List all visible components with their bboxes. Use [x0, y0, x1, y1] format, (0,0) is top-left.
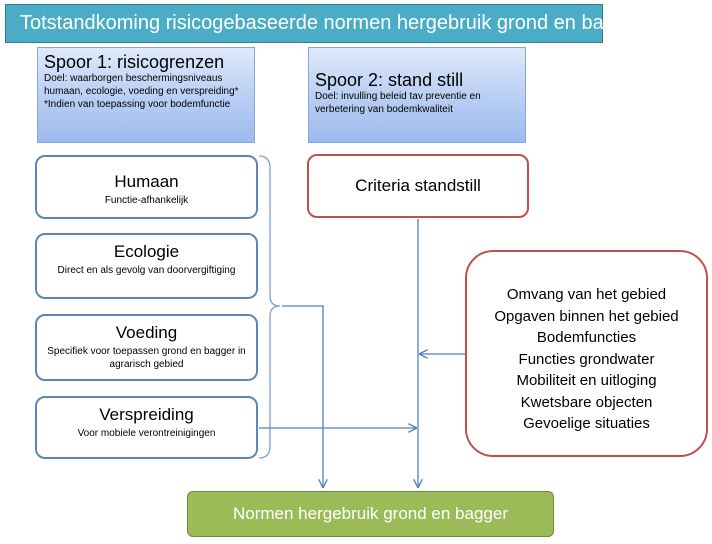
factor-item: Mobiliteit en uitloging [516, 372, 657, 389]
spoor1-doel: Doel: waarborgen beschermingsniveaus hum… [44, 73, 239, 97]
spoor2-doel: Doel: invulling beleid tav preventie en … [315, 91, 481, 115]
verspreiding-sub: Voor mobiele verontreinigingen [77, 428, 216, 439]
verspreiding-box: Verspreiding Voor mobiele verontreinigin… [35, 396, 258, 459]
brace-line [258, 155, 281, 459]
factor-item: Bodemfuncties [536, 329, 637, 346]
factor-item: Gevoelige situaties [523, 415, 650, 432]
spoor2-box: Spoor 2: stand still Doel: invulling bel… [308, 47, 526, 143]
spoor1-heading: Spoor 1: risicogrenzen [44, 52, 225, 72]
standstill-box: Criteria standstill [307, 154, 529, 218]
factor-item: Omvang van het gebied [506, 286, 667, 303]
humaan-heading: Humaan [114, 172, 179, 191]
humaan-box: Humaan Functie-afhankelijk [35, 155, 258, 219]
voeding-sub: Specifiek voor toepassen grond en bagger… [47, 346, 246, 370]
spoor1-box: Spoor 1: risicogrenzen Doel: waarborgen … [37, 47, 255, 143]
voeding-heading: Voeding [115, 323, 178, 342]
factor-item: Opgaven binnen het gebied [494, 307, 679, 325]
ecologie-box: Ecologie Direct en als gevolg van doorve… [35, 233, 258, 299]
ecologie-heading: Ecologie [113, 242, 180, 261]
voeding-box: Voeding Specifiek voor toepassen grond e… [35, 314, 258, 381]
verspreiding-heading: Verspreiding [99, 405, 194, 424]
ecologie-sub: Direct en als gevolg van doorvergiftigin… [57, 265, 236, 276]
factor-item: Kwetsbare objecten [520, 393, 653, 411]
diagram-title: Totstandkoming risicogebaseerde normen h… [5, 4, 644, 43]
humaan-sub: Functie-afhankelijk [104, 195, 189, 206]
factors-box: Omvang van het gebied Opgaven binnen het… [465, 250, 708, 457]
factor-item: Functies grondwater [518, 350, 655, 368]
brace-arrow [282, 305, 323, 487]
spoor1-note: *Indien van toepassing voor bodemfunctie [44, 99, 231, 110]
result-box: Normen hergebruik grond en bagger [187, 491, 554, 537]
spoor2-heading: Spoor 2: stand still [315, 70, 464, 90]
